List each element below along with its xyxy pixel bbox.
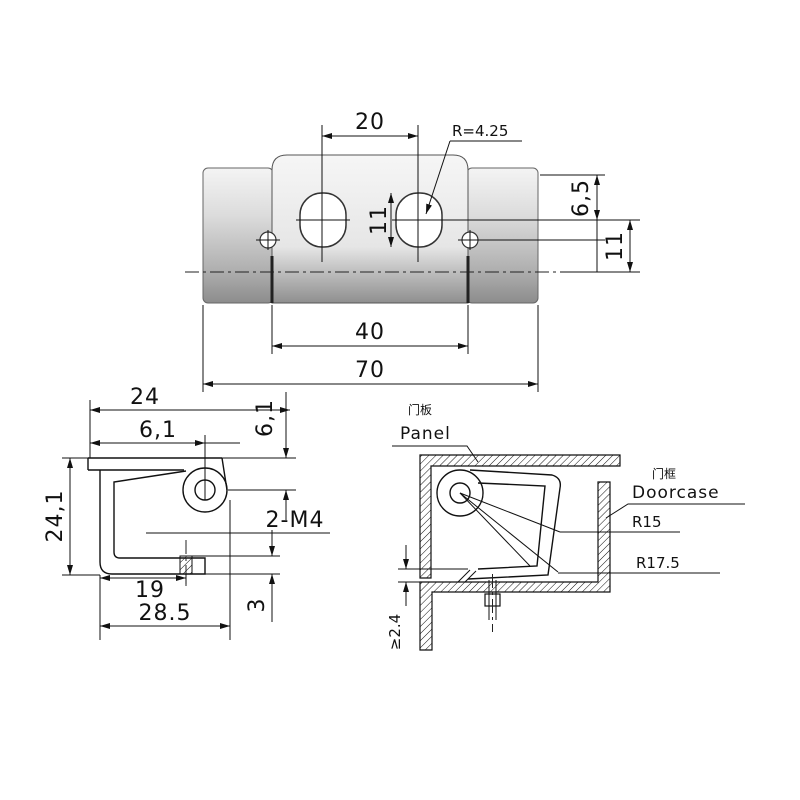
section-curl-inner <box>449 482 471 504</box>
dim-slot-spacing: 20 <box>355 110 385 135</box>
side-view: 24 6,1 6,1 24,1 2-M4 3 19 28.5 <box>43 385 330 640</box>
side-curl-join <box>221 457 228 491</box>
dim-curl: 6,1 <box>139 418 177 443</box>
side-top-plate <box>87 457 222 471</box>
doorcase-label-cn: 门框 <box>652 466 676 481</box>
panel-label-cn: 门板 <box>408 402 432 417</box>
top-view: 20 R=4.25 11 6,5 11 40 70 <box>185 110 640 392</box>
panel-section <box>419 454 621 579</box>
dim-total-width: 70 <box>355 358 385 383</box>
side-bracket-outer <box>99 470 206 575</box>
panel-label-en: Panel <box>400 424 451 444</box>
dim-curl-height: 6,1 <box>253 399 278 437</box>
ray-inner <box>459 492 531 567</box>
dim-height: 24,1 <box>43 490 68 543</box>
radius-inner: R15 <box>632 513 662 531</box>
radius-outer: R17.5 <box>636 554 680 572</box>
dim-hole-offset: 11 <box>603 231 628 261</box>
ray-r15 <box>459 492 561 533</box>
dim-slot-height: 11 <box>367 205 392 235</box>
dim-thickness: 3 <box>245 598 270 613</box>
section-bracket-inner <box>477 482 546 570</box>
dim-radius: R=4.25 <box>452 122 508 140</box>
section-weld-mark <box>457 569 477 583</box>
ray-r17-5 <box>459 492 559 573</box>
right-knuckle <box>466 167 539 304</box>
center-leaf <box>271 154 469 304</box>
radius-leader <box>425 140 451 215</box>
section-bracket-outer <box>467 469 562 580</box>
dim-base: 28.5 <box>139 601 192 626</box>
doorcase-label-en: Doorcase <box>632 483 720 503</box>
section-curl-outer <box>436 469 484 517</box>
section-view: 门板 Panel 门框 Doorcase R15 R17.5 <box>386 402 745 651</box>
dim-offset: 6,5 <box>569 179 594 217</box>
dim-leaf-width: 40 <box>355 320 385 345</box>
doorcase-leader <box>605 503 745 519</box>
doorcase-section <box>419 481 611 651</box>
dim-overall-depth: 24 <box>130 385 160 410</box>
dim-gap: ≥2.4 <box>386 614 404 650</box>
dim-hole-pos: 19 <box>135 578 165 603</box>
dim-thread: 2-M4 <box>266 508 325 533</box>
